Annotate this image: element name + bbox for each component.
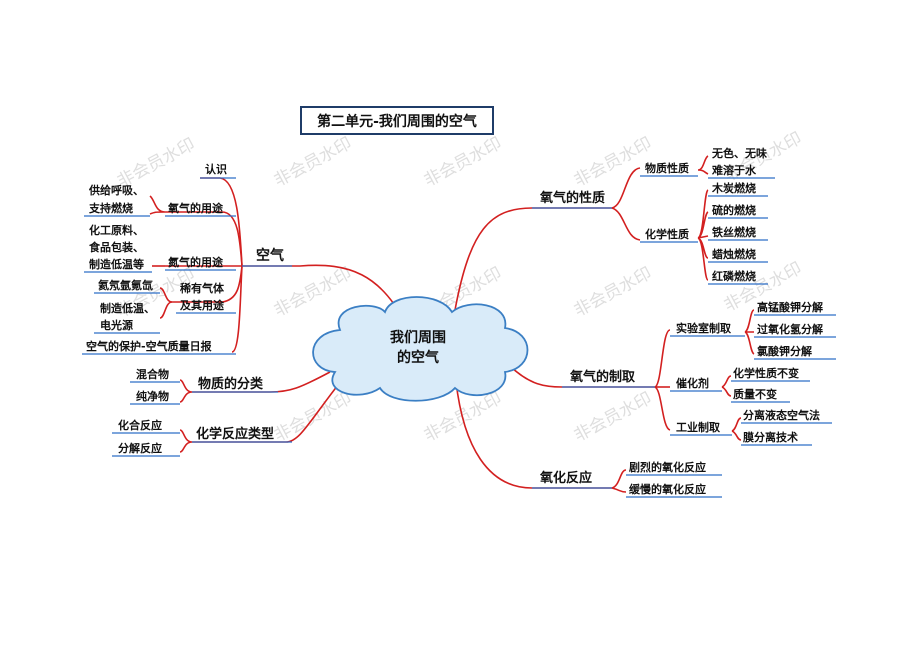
- oxygen-use-label: 氧气的用途: [167, 201, 224, 215]
- lab-prep-item-1: 高锰酸钾分解: [757, 300, 823, 314]
- watermark: 非会员水印: [571, 389, 655, 447]
- branch-reaction-types: 化学反应类型 化合反应 分解反应: [112, 418, 292, 457]
- chemical-item-5: 红磷燃烧: [712, 269, 756, 283]
- catalyst-item-1: 化学性质不变: [733, 366, 799, 380]
- properties-label: 氧气的性质: [539, 190, 605, 206]
- rare-gas-use-1: 制造低温、: [100, 301, 155, 315]
- branch-classification: 物质的分类 混合物 纯净物: [130, 367, 278, 405]
- classification-item-1: 混合物: [136, 367, 169, 381]
- industrial-item-1: 分离液态空气法: [743, 408, 820, 422]
- industrial-label: 工业制取: [676, 420, 720, 434]
- rare-gas-use-2: 电光源: [100, 318, 133, 332]
- branch-oxidation: 氧化反应 剧烈的氧化反应 缓慢的氧化反应: [532, 460, 722, 498]
- watermark: 非会员水印: [421, 134, 505, 192]
- preparation-label: 氧气的制取: [569, 369, 636, 385]
- rare-gas-list: 氦氖氩氪氙: [98, 278, 153, 292]
- branch-kongqi: 空气 认识 氧气的用途 供给呼吸、 支持燃烧 氮气的用途 化工原料、 食品包装、…: [82, 162, 292, 355]
- chemical-item-1: 木炭燃烧: [711, 181, 756, 195]
- physical-item-1: 无色、无味: [711, 146, 767, 160]
- physical-item-2: 难溶于水: [711, 163, 757, 177]
- branch-properties: 氧气的性质 物质性质 无色、无味 难溶于水 化学性质 木炭燃烧 硫的燃烧 铁丝燃…: [532, 146, 775, 285]
- nitrogen-use-label: 氮气的用途: [168, 255, 224, 269]
- classification-item-2: 纯净物: [136, 389, 169, 403]
- chemical-item-4: 蜡烛燃烧: [712, 247, 756, 261]
- watermark: 非会员水印: [271, 134, 355, 192]
- oxidation-item-1: 剧烈的氧化反应: [629, 460, 706, 474]
- center-cloud: 我们周围 的空气: [312, 296, 529, 402]
- oxidation-label: 氧化反应: [539, 470, 592, 486]
- reaction-type-item-1: 化合反应: [118, 418, 162, 432]
- rare-gas-label-2: 及其用途: [180, 298, 225, 312]
- title-box: 第二单元-我们周围的空气: [300, 106, 494, 135]
- center-topic-line1: 我们周围: [390, 329, 446, 346]
- oxidation-item-2: 缓慢的氧化反应: [629, 482, 706, 496]
- watermark: 非会员水印: [571, 264, 655, 322]
- chemical-item-3: 铁丝燃烧: [712, 225, 756, 239]
- nitrogen-use-detail-2: 食品包装、: [89, 240, 144, 254]
- lab-prep-item-2: 过氧化氢分解: [757, 322, 823, 336]
- lab-prep-label: 实验室制取: [676, 321, 731, 335]
- catalyst-item-2: 质量不变: [733, 387, 777, 401]
- page-title: 第二单元-我们周围的空气: [317, 113, 477, 130]
- lab-prep-item-3: 氯酸钾分解: [757, 344, 812, 358]
- center-topic-line2: 的空气: [397, 349, 439, 366]
- oxygen-use-detail-2: 支持燃烧: [88, 201, 133, 215]
- catalyst-label: 催化剂: [676, 376, 709, 390]
- nitrogen-use-detail-3: 制造低温等: [89, 257, 144, 271]
- kongqi-label: 空气: [256, 247, 284, 264]
- air-protection-label: 空气的保护-空气质量日报: [86, 339, 213, 353]
- industrial-item-2: 膜分离技术: [743, 430, 798, 444]
- physical-label: 物质性质: [645, 161, 689, 175]
- rare-gas-label-1: 稀有气体: [180, 281, 225, 295]
- oxygen-use-detail-1: 供给呼吸、: [88, 183, 144, 197]
- watermark: 非会员水印: [571, 134, 655, 192]
- chemical-label: 化学性质: [645, 227, 689, 241]
- renshi-label: 认识: [205, 162, 227, 176]
- reaction-type-item-2: 分解反应: [118, 441, 162, 455]
- nitrogen-use-detail-1: 化工原料、: [89, 223, 144, 237]
- branch-preparation: 氧气的制取 实验室制取 高锰酸钾分解 过氧化氢分解 氯酸钾分解 催化剂 化学性质…: [562, 300, 836, 446]
- chemical-item-2: 硫的燃烧: [712, 203, 756, 217]
- classification-label: 物质的分类: [198, 376, 264, 392]
- reaction-types-label: 化学反应类型: [196, 426, 274, 442]
